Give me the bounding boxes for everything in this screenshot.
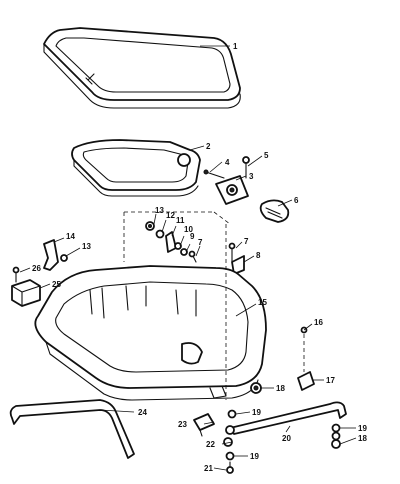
callout-9: 9 <box>190 232 195 241</box>
callout-7a: 7 <box>198 238 203 247</box>
callout-10: 10 <box>184 225 193 234</box>
washer-stack-right <box>331 423 341 449</box>
callout-11: 11 <box>176 216 185 225</box>
callout-19c: 19 <box>250 452 259 461</box>
part-7-screw-2 <box>228 242 236 263</box>
callout-13b: 13 <box>82 242 91 251</box>
callout-7b: 7 <box>244 237 249 246</box>
callout-12: 12 <box>166 211 175 220</box>
part-7-screw <box>188 250 197 263</box>
part-4-stud <box>203 169 225 179</box>
part-1-seal-frame <box>43 27 241 109</box>
callout-23: 23 <box>178 420 187 429</box>
callout-2: 2 <box>206 142 211 151</box>
callout-20: 20 <box>282 434 291 443</box>
callout-labels: 1 2 3 4 5 6 7 7 8 9 10 11 12 13 13 14 15… <box>32 42 367 473</box>
callout-17: 17 <box>326 376 335 385</box>
callout-19b: 19 <box>358 424 367 433</box>
callout-3: 3 <box>249 172 254 181</box>
part-15-lower-cowl <box>34 265 267 401</box>
part-2-inner-frame <box>71 139 201 197</box>
callout-19a: 19 <box>252 408 261 417</box>
callout-1: 1 <box>233 42 238 51</box>
part-25-block <box>11 279 41 307</box>
part-20-linkage-rod <box>225 401 347 435</box>
callout-18b: 18 <box>358 434 367 443</box>
assembly-lines <box>123 211 231 400</box>
part-9-nut <box>180 248 188 256</box>
leader-lines <box>19 45 357 471</box>
part-5-screw <box>242 156 250 179</box>
part-23-clamp <box>193 413 215 437</box>
callout-22: 22 <box>206 440 215 449</box>
part-8-clip <box>231 255 245 275</box>
callout-26: 26 <box>32 264 41 273</box>
part-24-handle <box>9 399 135 459</box>
part-6-latch <box>259 199 290 223</box>
part-3-bracket <box>215 175 249 205</box>
hardware-cluster <box>145 221 245 275</box>
part-14-hook <box>43 239 68 271</box>
callout-15: 15 <box>258 298 267 307</box>
callout-5: 5 <box>264 151 269 160</box>
callout-21: 21 <box>204 464 213 473</box>
washer-stack-center <box>223 409 237 474</box>
part-18-grommet <box>250 382 262 394</box>
part-13-nut <box>145 221 155 231</box>
part-10-washer <box>174 242 182 250</box>
part-11-bracket <box>165 231 177 253</box>
callout-8: 8 <box>256 251 261 260</box>
part-26-screw <box>12 266 20 283</box>
part-17-bracket <box>297 371 315 391</box>
callout-4: 4 <box>225 158 230 167</box>
part-12-washer <box>155 229 165 239</box>
callout-13a: 13 <box>155 206 164 215</box>
callout-14: 14 <box>66 232 75 241</box>
callout-24: 24 <box>138 408 147 417</box>
callout-25: 25 <box>52 280 61 289</box>
callout-6: 6 <box>294 196 299 205</box>
callout-18a: 18 <box>276 384 285 393</box>
callout-16: 16 <box>314 318 323 327</box>
part-16-rod <box>300 326 308 372</box>
